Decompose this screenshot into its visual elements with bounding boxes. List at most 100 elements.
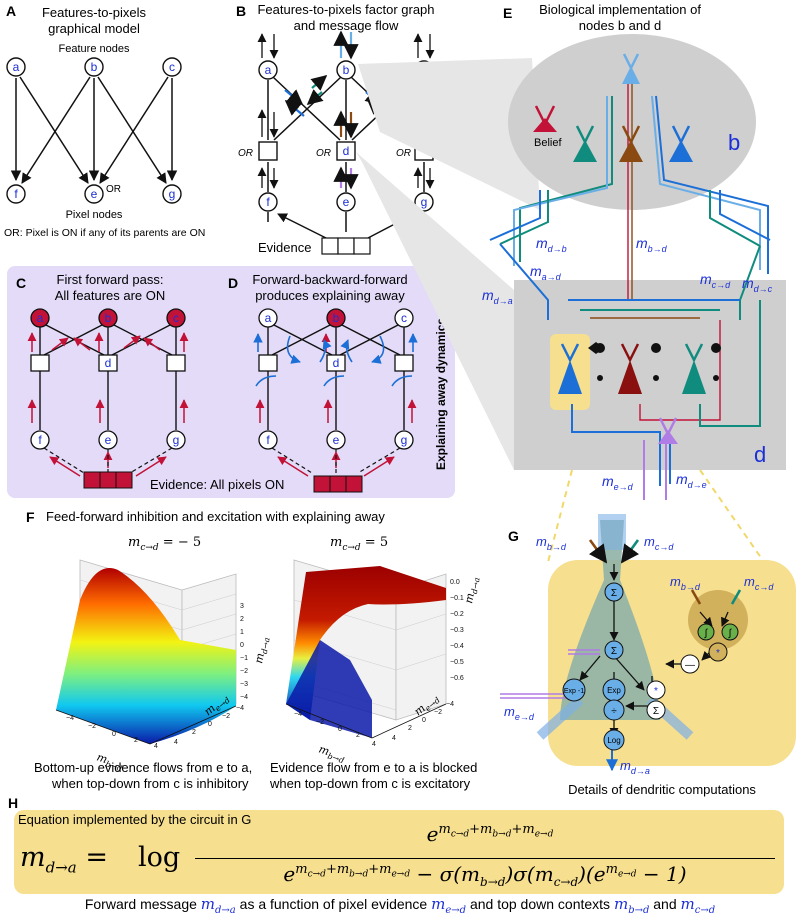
svg-text:b: b bbox=[333, 311, 340, 325]
right-z-axis: md→a bbox=[462, 575, 482, 604]
equation-caption: Equation implemented by the circuit in G bbox=[18, 812, 252, 827]
svg-text:∫: ∫ bbox=[728, 628, 733, 639]
op-sum-right: Σ bbox=[646, 700, 666, 720]
panel-e-letter: E bbox=[503, 5, 512, 21]
or-left: OR bbox=[238, 148, 253, 159]
svg-text:c: c bbox=[401, 311, 407, 325]
op-sigmoid-right: ∫ bbox=[721, 623, 739, 641]
feature-node-a: a bbox=[6, 57, 26, 77]
node-b-label: b bbox=[728, 130, 740, 155]
svg-text:0: 0 bbox=[338, 726, 342, 733]
panel-d-title-1: Forward-backward-forward bbox=[252, 272, 407, 287]
op-exp-minus: Exp -1 bbox=[562, 678, 586, 702]
svg-text:g: g bbox=[173, 433, 180, 447]
svg-text:2: 2 bbox=[134, 737, 138, 744]
svg-text:−2: −2 bbox=[88, 723, 96, 730]
b-pix-e: e bbox=[336, 192, 356, 212]
belief-neuron bbox=[533, 105, 557, 132]
svg-text:Log: Log bbox=[607, 736, 620, 745]
panel-d-letter: D bbox=[228, 275, 238, 291]
node-d-label: d bbox=[754, 442, 766, 467]
neuron-b-teal bbox=[573, 125, 597, 162]
evidence-bar bbox=[321, 237, 371, 255]
msg-d-to-e: md→e bbox=[676, 471, 707, 490]
panel-h-letter: H bbox=[8, 795, 18, 811]
svg-text:−4: −4 bbox=[294, 711, 302, 718]
equation-denominator: emc→d+mb→d+me→d − σ(mb→d)σ(mc→d)(eme→d −… bbox=[283, 862, 687, 889]
svg-text:b: b bbox=[91, 60, 98, 74]
svg-text:3: 3 bbox=[240, 603, 244, 610]
svg-text:−4: −4 bbox=[446, 701, 454, 708]
svg-text:g: g bbox=[421, 195, 428, 209]
b-pix-f: f bbox=[258, 192, 278, 212]
svg-text:2: 2 bbox=[356, 732, 360, 739]
evidence-note: Evidence: All pixels ON bbox=[150, 477, 284, 492]
panel-b-title-1: Features-to-pixels factor graph bbox=[257, 2, 434, 17]
svg-text:f: f bbox=[14, 187, 18, 201]
panel-f-letter: F bbox=[26, 509, 35, 525]
c-var-b: b bbox=[98, 308, 118, 328]
panel-b-title-2: and message flow bbox=[294, 18, 399, 33]
d-pix-g: g bbox=[394, 430, 414, 450]
svg-text:e: e bbox=[105, 433, 112, 447]
c-pix-f: f bbox=[30, 430, 50, 450]
or-mid: OR bbox=[316, 148, 331, 159]
svg-text:a: a bbox=[265, 63, 272, 77]
svg-text:0: 0 bbox=[208, 721, 212, 728]
left-surface-plot: 32 10 −1−2 −3−4 −4−2 02 4 42 0−2 −4 md→a… bbox=[55, 559, 272, 773]
neuron-d-blue bbox=[558, 343, 582, 394]
op-sigmoid-left: ∫ bbox=[697, 623, 715, 641]
svg-text:0: 0 bbox=[112, 731, 116, 738]
panel-c-title-2: All features are ON bbox=[55, 288, 166, 303]
svg-text:−4: −4 bbox=[236, 705, 244, 712]
svg-text:Σ: Σ bbox=[653, 706, 659, 717]
panel-g: G Details of dendritic computations bbox=[500, 469, 796, 797]
d-var-b: b bbox=[326, 308, 346, 328]
g-msg-b-d-side: mb→d bbox=[670, 574, 701, 592]
feature-node-b: b bbox=[84, 57, 104, 77]
equation-lhs: md→a = bbox=[20, 842, 108, 877]
left-z-axis: md→a bbox=[252, 635, 272, 664]
right-surface-plot: 0.0−0.1 −0.2−0.3 −0.4−0.5 −0.6 −4−2 02 4… bbox=[285, 559, 482, 765]
svg-text:a: a bbox=[13, 60, 20, 74]
svg-text:f: f bbox=[38, 433, 42, 447]
svg-text:−4: −4 bbox=[66, 715, 74, 722]
svg-text:a: a bbox=[37, 311, 44, 325]
svg-text:g: g bbox=[169, 187, 176, 201]
g-msg-d-a: md→a bbox=[620, 758, 650, 776]
neuron-b-blue bbox=[669, 125, 693, 162]
fraction-bar bbox=[195, 858, 775, 859]
d-pix-f: f bbox=[258, 430, 278, 450]
panel-e-title-1: Biological implementation of bbox=[539, 2, 701, 17]
right-plot-title: mc→d = 5 bbox=[330, 535, 388, 553]
left-caption-1: Bottom-up evidence flows from e to a, bbox=[34, 760, 252, 775]
op-sum-mid: Σ bbox=[604, 640, 624, 660]
svg-text:−0.2: −0.2 bbox=[450, 611, 464, 618]
svg-text:4: 4 bbox=[372, 741, 376, 748]
svg-text:÷: ÷ bbox=[611, 706, 617, 717]
panel-a-title-1: Features-to-pixels bbox=[42, 5, 147, 20]
right-caption-1: Evidence flow from e to a is blocked bbox=[270, 760, 477, 775]
panel-b-letter: B bbox=[236, 3, 246, 19]
pixel-node-g: g bbox=[162, 184, 182, 204]
panel-c-letter: C bbox=[16, 275, 26, 291]
svg-text:f: f bbox=[266, 195, 270, 209]
svg-text:0: 0 bbox=[422, 717, 426, 724]
msg-a-to-d: ma→d bbox=[530, 263, 562, 282]
svg-text:−0.3: −0.3 bbox=[450, 627, 464, 634]
svg-text:−2: −2 bbox=[240, 668, 248, 675]
svg-text:Exp -1: Exp -1 bbox=[564, 688, 584, 695]
op-minus: — bbox=[680, 654, 700, 674]
explaining-away-label: Explaining away dynamics bbox=[434, 318, 448, 470]
svg-text:2: 2 bbox=[408, 725, 412, 732]
d-var-c: c bbox=[394, 308, 414, 328]
op-exp: Exp bbox=[602, 678, 626, 702]
pixel-node-e: e bbox=[84, 184, 104, 204]
panel-f: F Feed-forward inhibition and excitation… bbox=[26, 509, 482, 791]
svg-text:e: e bbox=[333, 433, 340, 447]
svg-text:e: e bbox=[91, 187, 98, 201]
d-var-a: a bbox=[258, 308, 278, 328]
svg-text:c: c bbox=[173, 311, 179, 325]
neuron-b-brown bbox=[619, 125, 643, 162]
